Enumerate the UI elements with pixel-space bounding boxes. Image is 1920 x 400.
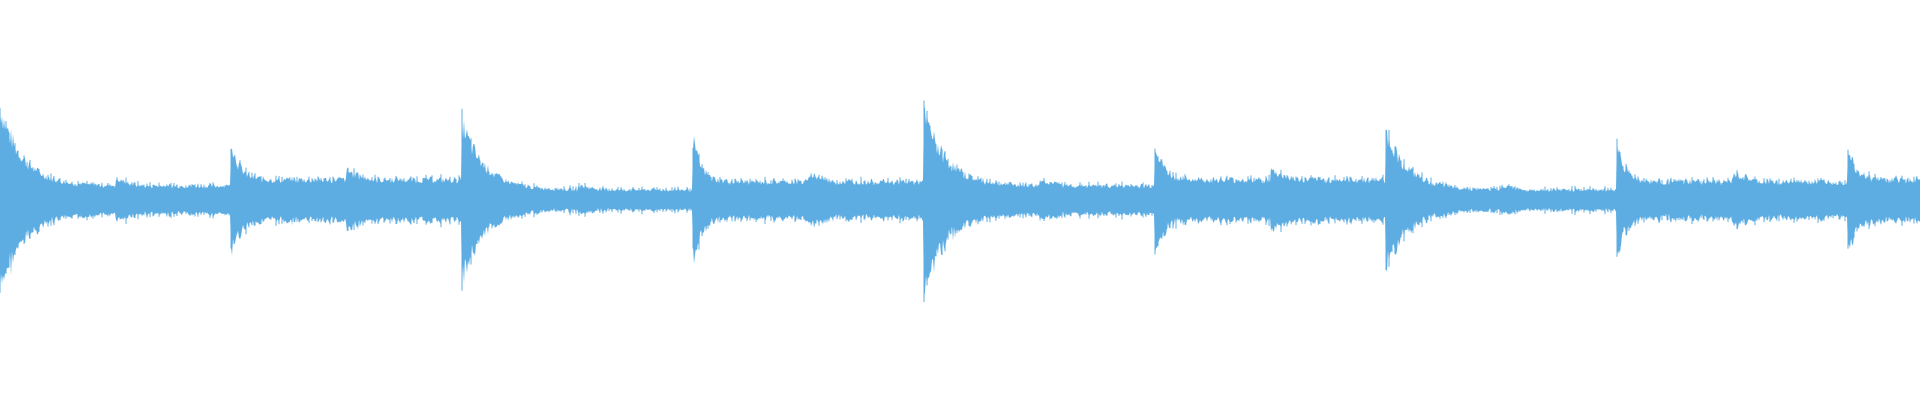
waveform-sample-lines — [0, 100, 1918, 302]
